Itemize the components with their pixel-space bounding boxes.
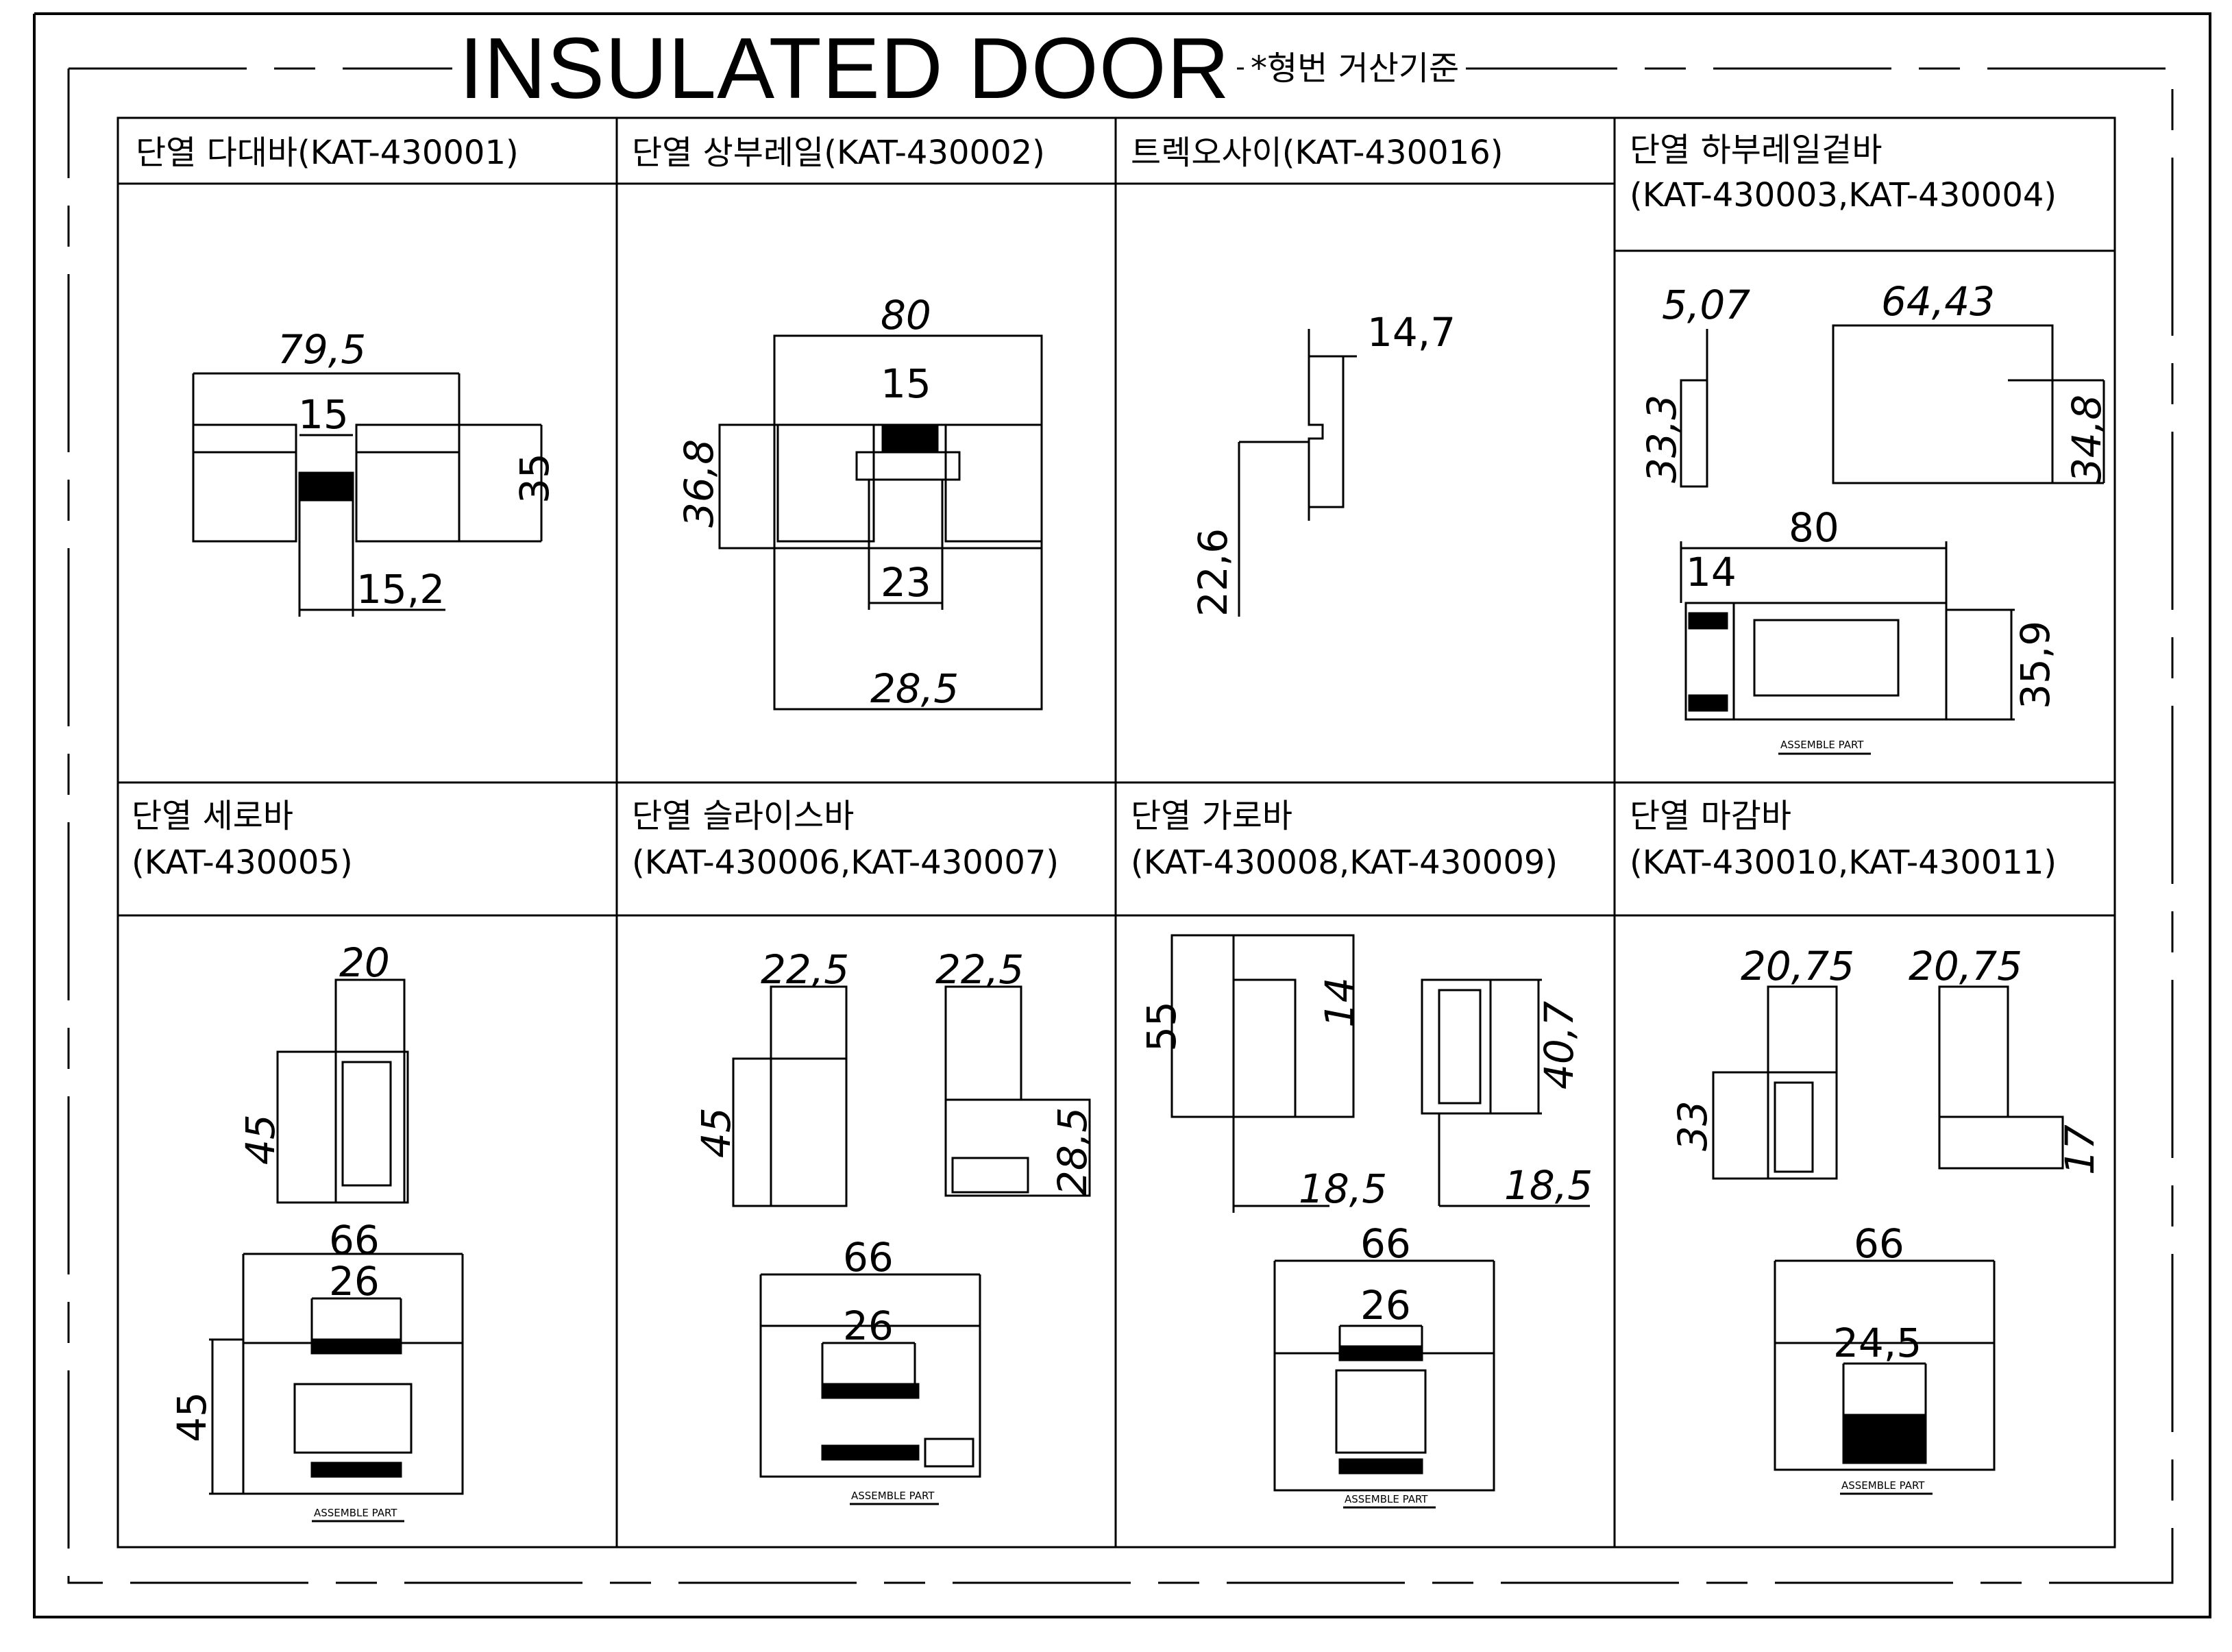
dim-label: 15	[298, 391, 349, 438]
dim-label: 18,5	[1504, 1162, 1593, 1209]
caption-assemble: ASSEMBLE PART	[1345, 1493, 1428, 1505]
dim-label: 26	[843, 1303, 894, 1349]
dim-label: 35	[511, 453, 558, 504]
dim-label: 79,5	[278, 326, 366, 373]
dim-label: 45	[693, 1107, 739, 1158]
dim-label: 22,5	[935, 946, 1024, 993]
dim-label: 14	[1316, 977, 1363, 1028]
profile-430010	[1712, 985, 2064, 1495]
dim-label: 55	[1138, 1001, 1185, 1052]
dim-label: 64,43	[1881, 278, 1995, 325]
dim-label: 15,2	[356, 566, 445, 613]
profile-430001	[192, 372, 543, 617]
profile-430008	[1170, 934, 1590, 1509]
table-grid	[116, 116, 2116, 1549]
dim-label: 33	[1669, 1100, 1716, 1151]
profile-430016	[1238, 329, 1357, 617]
dim-label: 15	[881, 360, 931, 407]
caption-assemble: ASSEMBLE PART	[314, 1507, 397, 1519]
dim-label: 66	[1854, 1220, 1904, 1267]
header-430008-line1: 단열 가로바	[1131, 797, 1293, 835]
profile-430005	[209, 978, 464, 1522]
header-430010-line2: (KAT-430010,KAT-430011)	[1630, 843, 2057, 882]
dim-label: 66	[329, 1217, 380, 1263]
dim-label: 17	[2057, 1124, 2103, 1175]
header-430001: 단열 다대바(KAT-430001)	[136, 134, 519, 172]
dim-label: 14,7	[1367, 309, 1456, 356]
dim-label: 5,07	[1662, 282, 1750, 328]
dim-label: 36,8	[676, 439, 722, 528]
dim-label: 66	[843, 1234, 894, 1281]
header-430003-line1: 단열 하부레일겉바	[1630, 131, 1883, 169]
caption-assemble: ASSEMBLE PART	[1780, 739, 1864, 751]
dim-label: 14	[1686, 549, 1737, 595]
dim-label: 45	[237, 1114, 284, 1165]
dim-label: 23	[881, 559, 931, 606]
header-430005-line1: 단열 세로바	[132, 797, 294, 835]
title-note: *형번 거산기준	[1244, 48, 1467, 89]
dim-label: 80	[1789, 504, 1839, 551]
dim-label: 20,75	[1909, 943, 2022, 989]
header-430002: 단열 상부레일(KAT-430002)	[632, 134, 1045, 172]
dashed-frame	[67, 67, 2174, 1584]
dim-label: 33,3	[1639, 395, 1685, 483]
header-430010-line1: 단열 마감바	[1630, 797, 1792, 835]
dim-label: 45	[169, 1392, 215, 1442]
caption-assemble: ASSEMBLE PART	[851, 1490, 935, 1502]
dim-label: 20,75	[1741, 943, 1854, 989]
header-430016: 트렉오사이(KAT-430016)	[1131, 134, 1504, 172]
dim-label: 24,5	[1833, 1320, 1922, 1366]
profile-430003	[1680, 324, 2105, 755]
profile-430002	[718, 334, 1043, 711]
dim-label: 80	[881, 292, 931, 338]
dim-label: 22,5	[761, 946, 849, 993]
page-title: INSULATED DOOR	[452, 21, 1237, 116]
dim-label: 28,5	[1049, 1107, 1096, 1196]
dim-label: 35,9	[2012, 621, 2059, 709]
profile-430006	[732, 985, 1091, 1505]
header-430006-line1: 단열 슬라이스바	[632, 797, 855, 835]
frame-border	[33, 12, 2211, 1618]
dim-label: 26	[329, 1258, 380, 1305]
assemble-captions: ASSEMBLE PART ASSEMBLE PART ASSEMBLE PAR…	[314, 739, 1925, 1519]
caption-assemble: ASSEMBLE PART	[1841, 1479, 1925, 1492]
dim-label: 20	[339, 939, 390, 986]
dim-label: 18,5	[1299, 1166, 1387, 1212]
header-430008-line2: (KAT-430008,KAT-430009)	[1131, 843, 1558, 882]
dim-label: 22,6	[1190, 528, 1236, 617]
dim-label: 26	[1360, 1282, 1411, 1329]
dim-label: 66	[1360, 1220, 1411, 1267]
dim-label: 28,5	[870, 665, 959, 712]
header-430005-line2: (KAT-430005)	[132, 843, 353, 882]
dimension-labels: 79,5 15 35 15,2 80 15 36,8 23 28,5 14,7 …	[169, 278, 2110, 1442]
dim-label: 40,7	[1536, 1001, 1582, 1089]
dim-label: 34,8	[2063, 395, 2110, 483]
header-430003-line2: (KAT-430003,KAT-430004)	[1630, 176, 2057, 214]
header-430006-line2: (KAT-430006,KAT-430007)	[632, 843, 1059, 882]
